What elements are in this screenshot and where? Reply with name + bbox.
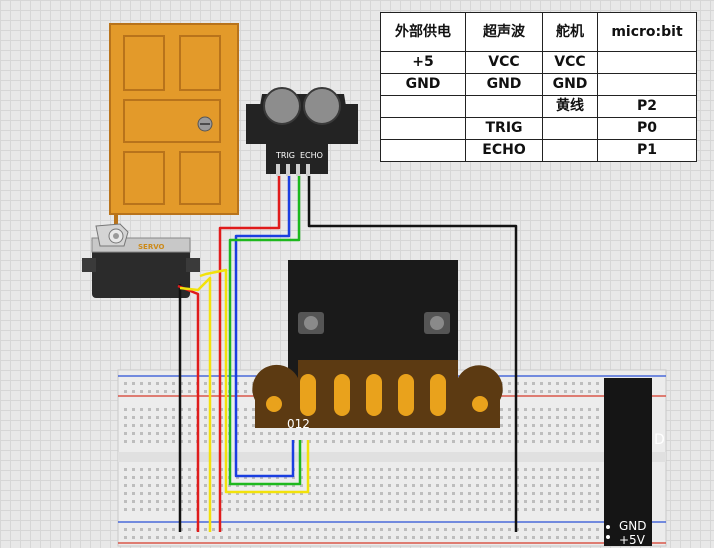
- table-row: +5 VCC VCC: [380, 51, 697, 74]
- wires: [177, 176, 518, 532]
- table-cell: [597, 73, 697, 96]
- table-cell: GND: [542, 73, 598, 96]
- table-cell: P0: [597, 117, 697, 140]
- pin-connection-table: 外部供电 超声波 舵机 micro:bit +5 VCC VCC GND GND…: [380, 12, 697, 162]
- table-row: GND GND GND: [380, 73, 697, 96]
- table-cell: [465, 95, 543, 118]
- table-cell: GND: [380, 73, 466, 96]
- plus5v-label: +5V: [619, 533, 646, 547]
- door-knob: [197, 116, 213, 132]
- table-cell: P1: [597, 139, 697, 162]
- table-row: 黄线 P2: [380, 95, 697, 118]
- table-cell: [597, 51, 697, 74]
- echo-label: ECHO: [300, 151, 323, 160]
- ultrasonic-sensor: TRIG ECHO: [246, 87, 358, 176]
- table-cell: GND: [465, 73, 543, 96]
- wire-black-gnd: [307, 176, 518, 532]
- table-cell: [542, 117, 598, 140]
- table-row: ECHO P1: [380, 139, 697, 162]
- table-header-row: 外部供电 超声波 舵机 micro:bit: [380, 12, 697, 52]
- table-cell: 黄线: [542, 95, 598, 118]
- table-cell: TRIG: [465, 117, 543, 140]
- table-cell: [380, 95, 466, 118]
- wire-red-vcc: [218, 176, 281, 532]
- table-cell: +5: [380, 51, 466, 74]
- power-module: D GND +5V: [604, 378, 665, 547]
- table-cell: [542, 139, 598, 162]
- gnd-label: GND: [619, 519, 647, 533]
- wire-yellow-servo: [179, 276, 212, 532]
- table-header-cell: 舵机: [542, 12, 598, 52]
- table-cell: [380, 139, 466, 162]
- microbit-board: 012: [252, 260, 503, 431]
- table-cell: ECHO: [465, 139, 543, 162]
- table-header-cell: micro:bit: [597, 12, 697, 52]
- servo-motor: SERVO: [82, 223, 200, 298]
- pin-numbers-label: 012: [287, 417, 310, 431]
- wire-green-echo: [228, 176, 302, 486]
- trig-label: TRIG: [275, 151, 295, 160]
- table-row: TRIG P0: [380, 117, 697, 140]
- servo-label: SERVO: [138, 243, 165, 251]
- power-d-label: D: [654, 432, 665, 448]
- table-cell: P2: [597, 95, 697, 118]
- table-header-cell: 超声波: [465, 12, 543, 52]
- table-cell: VCC: [465, 51, 543, 74]
- door: [109, 23, 239, 236]
- wire-yellow-p2: [199, 268, 310, 494]
- table-cell: VCC: [542, 51, 598, 74]
- table-header-cell: 外部供电: [380, 12, 466, 52]
- wire-blue-trig: [234, 176, 295, 478]
- table-cell: [380, 117, 466, 140]
